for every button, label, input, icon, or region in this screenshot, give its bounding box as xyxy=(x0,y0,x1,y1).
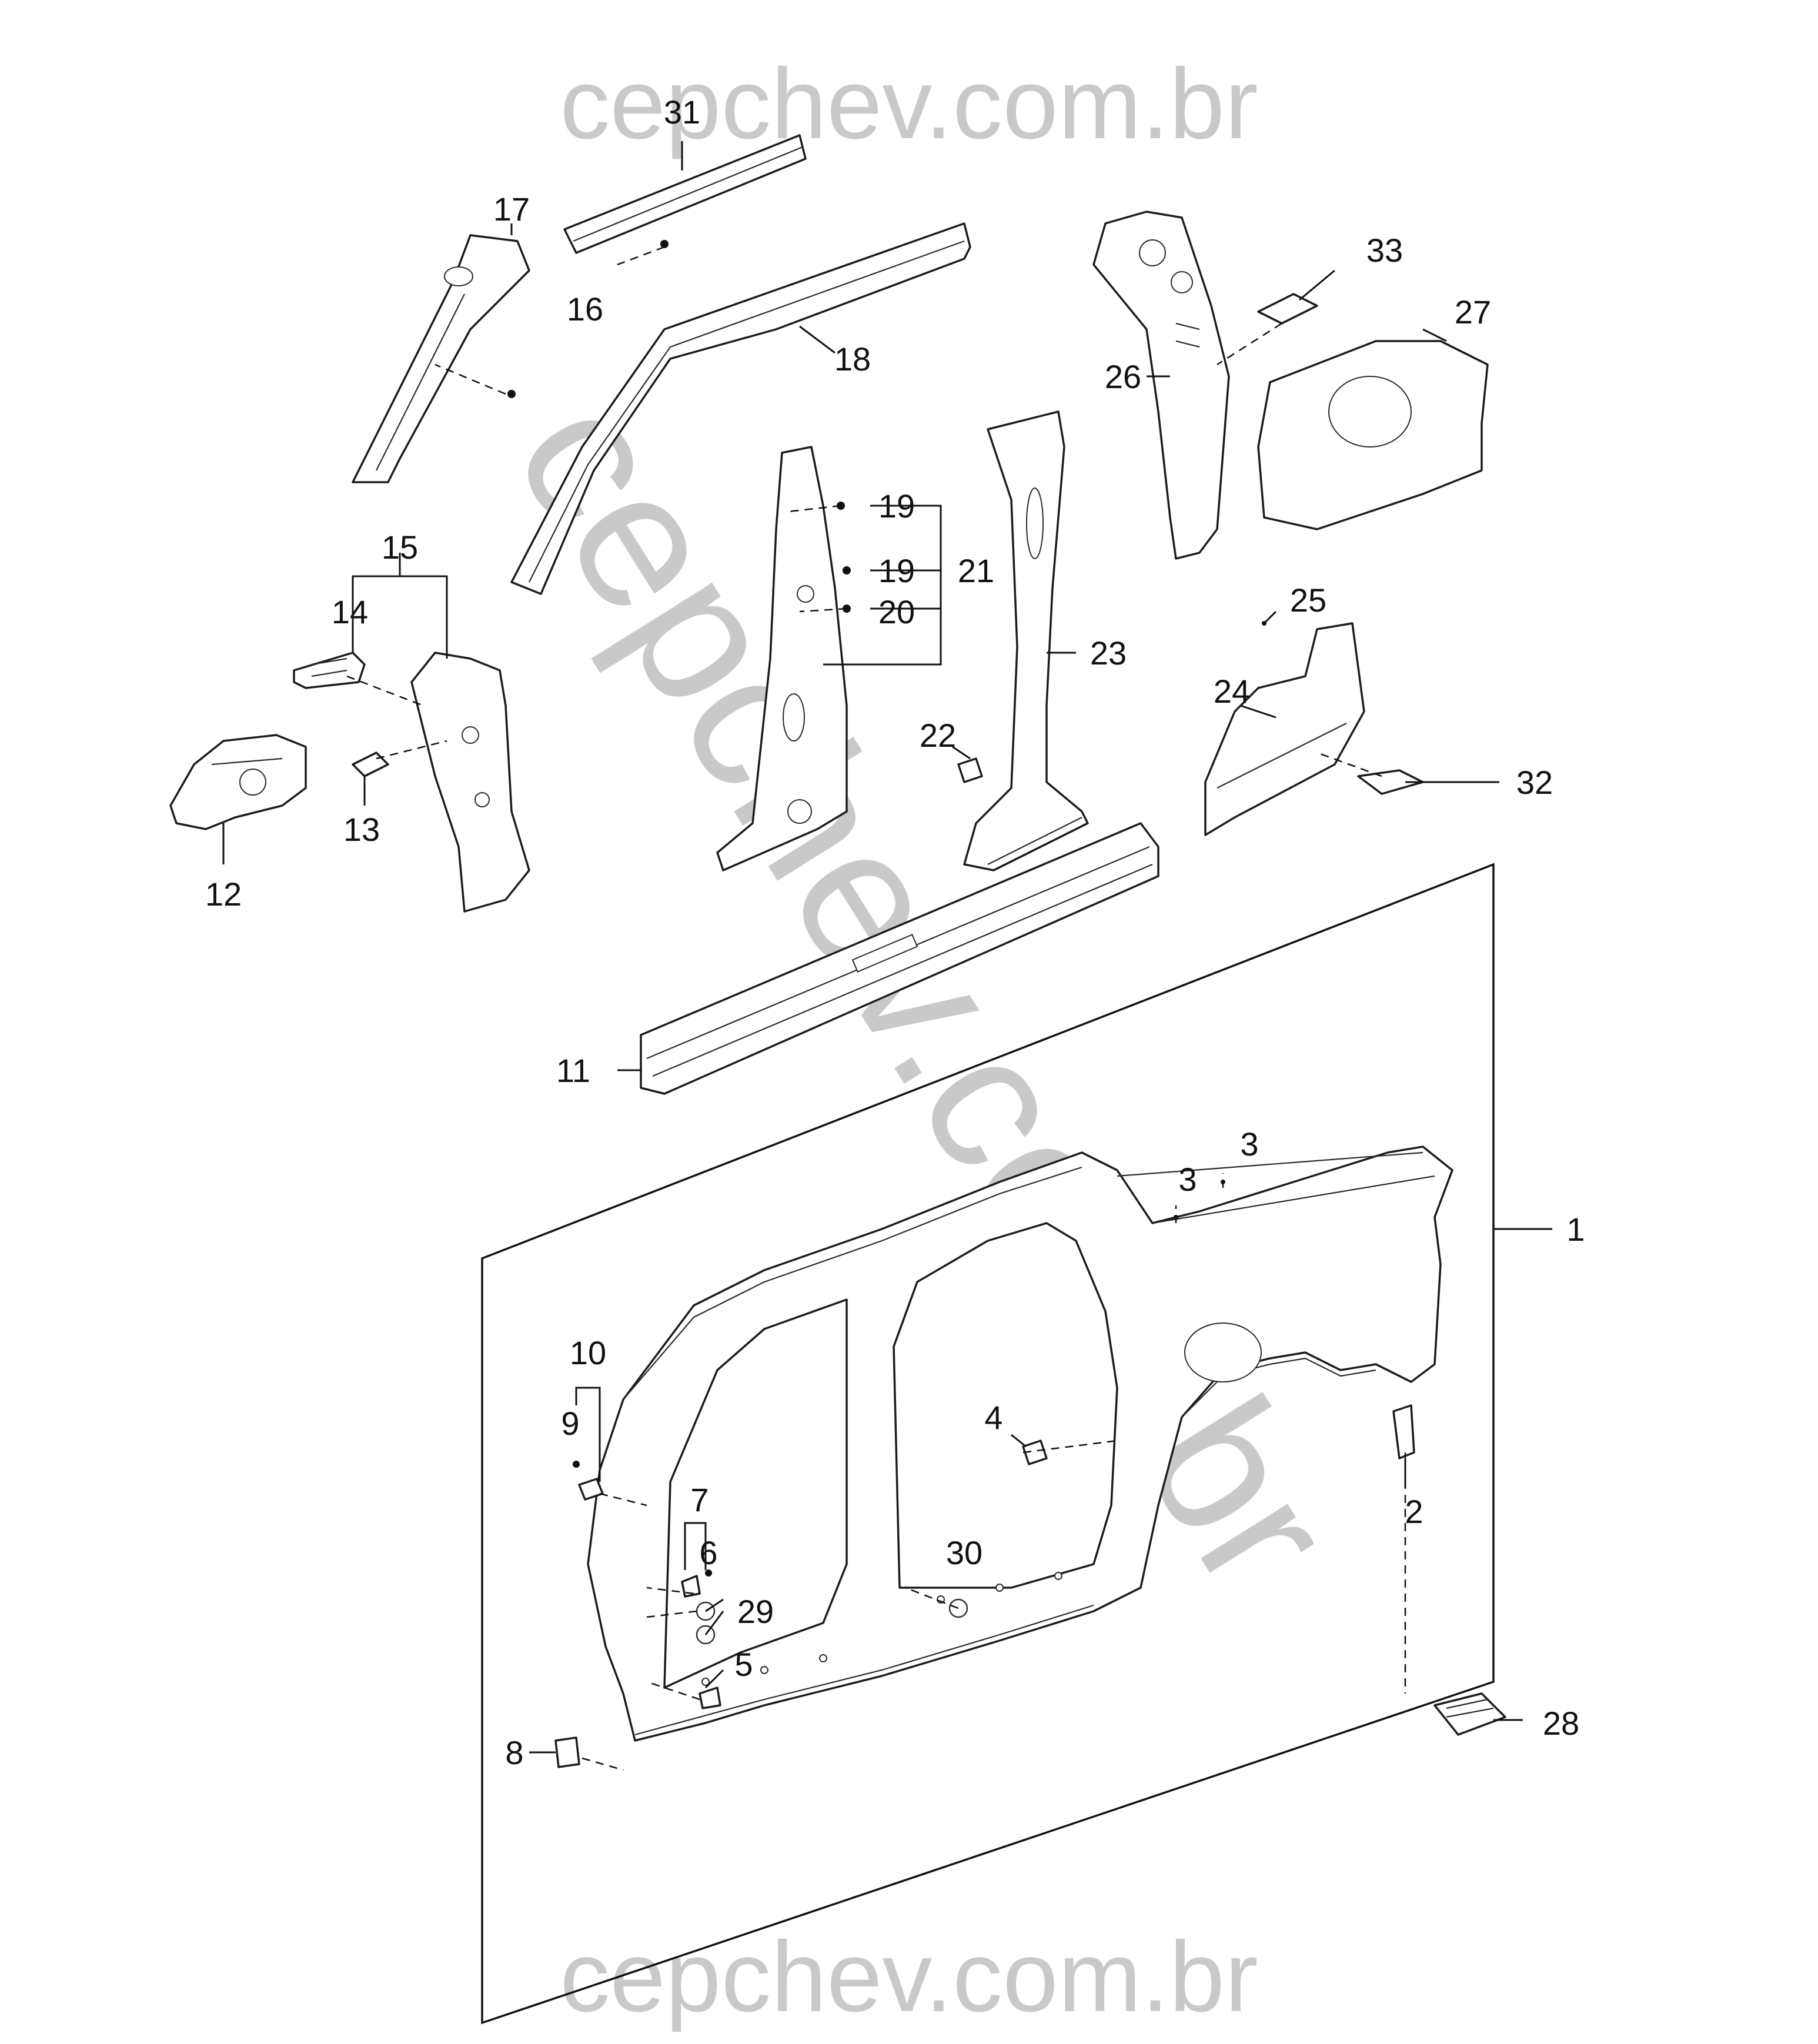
callout-11: 11 xyxy=(556,1052,590,1089)
callout-25: 25 xyxy=(1290,582,1326,619)
callout-18: 18 xyxy=(834,340,871,378)
fastener-dots xyxy=(507,240,1266,1577)
callout-3a: 3 xyxy=(1178,1161,1197,1198)
rear-wheelhouse-panel xyxy=(1204,622,1365,836)
d-pillar-inner xyxy=(1092,211,1230,560)
rocker-panel xyxy=(640,822,1159,1095)
callout-10: 10 xyxy=(570,1334,606,1371)
callout-19a: 19 xyxy=(878,487,915,525)
callout-16: 16 xyxy=(567,290,603,328)
callout-1: 1 xyxy=(1566,1211,1585,1248)
alignment-lines xyxy=(346,246,1406,1771)
callout-19b: 19 xyxy=(878,552,915,589)
roof-rail-reinforcement xyxy=(563,134,807,254)
hinge-reinforcement xyxy=(169,734,307,830)
callout-8: 8 xyxy=(505,1734,523,1771)
bracket-7 xyxy=(681,1575,701,1598)
rear-vent xyxy=(1433,1692,1506,1736)
callout-26: 26 xyxy=(1105,358,1141,395)
reinforcement-14 xyxy=(293,652,366,689)
leader-lines xyxy=(222,141,1552,1754)
b-pillar-reinforcement xyxy=(716,446,848,871)
rear-quarter-inner xyxy=(1257,340,1489,530)
bracket-33 xyxy=(1257,293,1318,325)
b-pillar-inner xyxy=(963,410,1089,871)
callout-30: 30 xyxy=(946,1534,982,1571)
callout-32: 32 xyxy=(1516,764,1553,801)
callout-20: 20 xyxy=(878,593,915,630)
callout-29: 29 xyxy=(737,1593,774,1630)
a-pillar-reinforcement xyxy=(352,234,530,483)
body-side-panel xyxy=(587,1145,1453,1742)
callout-17: 17 xyxy=(493,191,530,228)
callout-14: 14 xyxy=(332,593,368,630)
roof-side-rail xyxy=(510,222,971,595)
bracket-2 xyxy=(1392,1404,1415,1459)
callout-21: 21 xyxy=(958,552,994,589)
front-hinge-pillar xyxy=(410,652,530,913)
callout-15: 15 xyxy=(382,529,418,566)
bracket-4 xyxy=(1022,1440,1048,1465)
callout-2: 2 xyxy=(1405,1493,1423,1530)
callout-12: 12 xyxy=(205,876,242,913)
callout-33: 33 xyxy=(1366,232,1403,269)
watermark-top: cepchev.com.br xyxy=(560,48,1258,160)
callout-4: 4 xyxy=(984,1399,1002,1436)
callout-22: 22 xyxy=(920,717,956,754)
callout-6: 6 xyxy=(699,1534,717,1571)
callout-13: 13 xyxy=(343,811,380,848)
callout-23: 23 xyxy=(1090,634,1127,672)
assembly-frame xyxy=(481,863,1495,2025)
callout-9: 9 xyxy=(561,1405,579,1442)
bracket-22 xyxy=(957,757,983,783)
callout-24: 24 xyxy=(1214,673,1250,710)
callout-7: 7 xyxy=(690,1481,709,1518)
callout-28: 28 xyxy=(1543,1705,1579,1742)
callout-27: 27 xyxy=(1455,293,1491,330)
bracket-5 xyxy=(699,1686,721,1709)
hinge-8 xyxy=(554,1736,580,1768)
watermark-bottom: cepchev.com.br xyxy=(560,1921,1258,2033)
callout-5: 5 xyxy=(734,1646,753,1683)
callout-31: 31 xyxy=(664,93,700,131)
callouts: 1 2 3 3 4 5 6 7 8 9 10 11 12 13 14 15 16… xyxy=(205,93,1585,1771)
callout-3b: 3 xyxy=(1240,1125,1258,1163)
